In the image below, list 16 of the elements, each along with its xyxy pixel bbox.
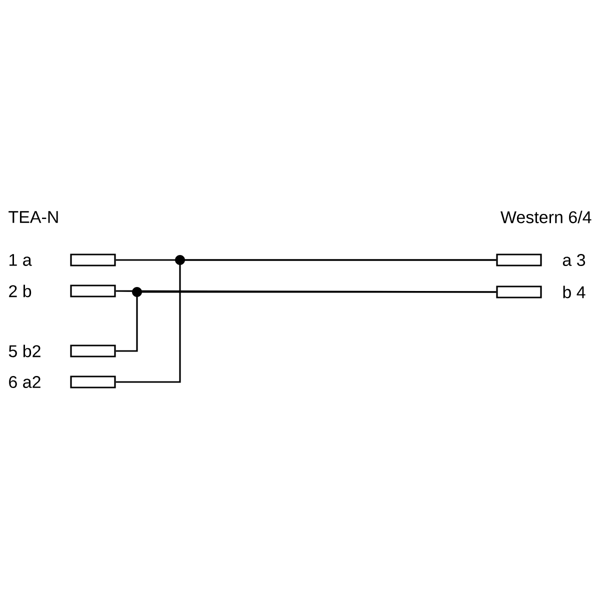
pin-box bbox=[70, 284, 116, 298]
pin-label: 2 b bbox=[9, 284, 32, 298]
connector-label: Western 6/4 bbox=[500, 210, 592, 224]
pin-label: 1 a bbox=[10, 254, 32, 266]
wire bbox=[116, 291, 496, 352]
pin-label: 6 a2 bbox=[9, 376, 40, 388]
pin-label: 5 b2 bbox=[8, 344, 40, 358]
pin-box bbox=[70, 344, 116, 358]
pin-box bbox=[70, 254, 116, 266]
pin-label: b 4 bbox=[563, 286, 586, 298]
pin-box bbox=[496, 254, 542, 266]
pin-label: a 3 bbox=[562, 254, 586, 266]
pin-box bbox=[70, 376, 116, 388]
pin-box bbox=[496, 286, 542, 298]
connector-label: TEA-N bbox=[8, 211, 58, 223]
wire bbox=[116, 259, 496, 383]
